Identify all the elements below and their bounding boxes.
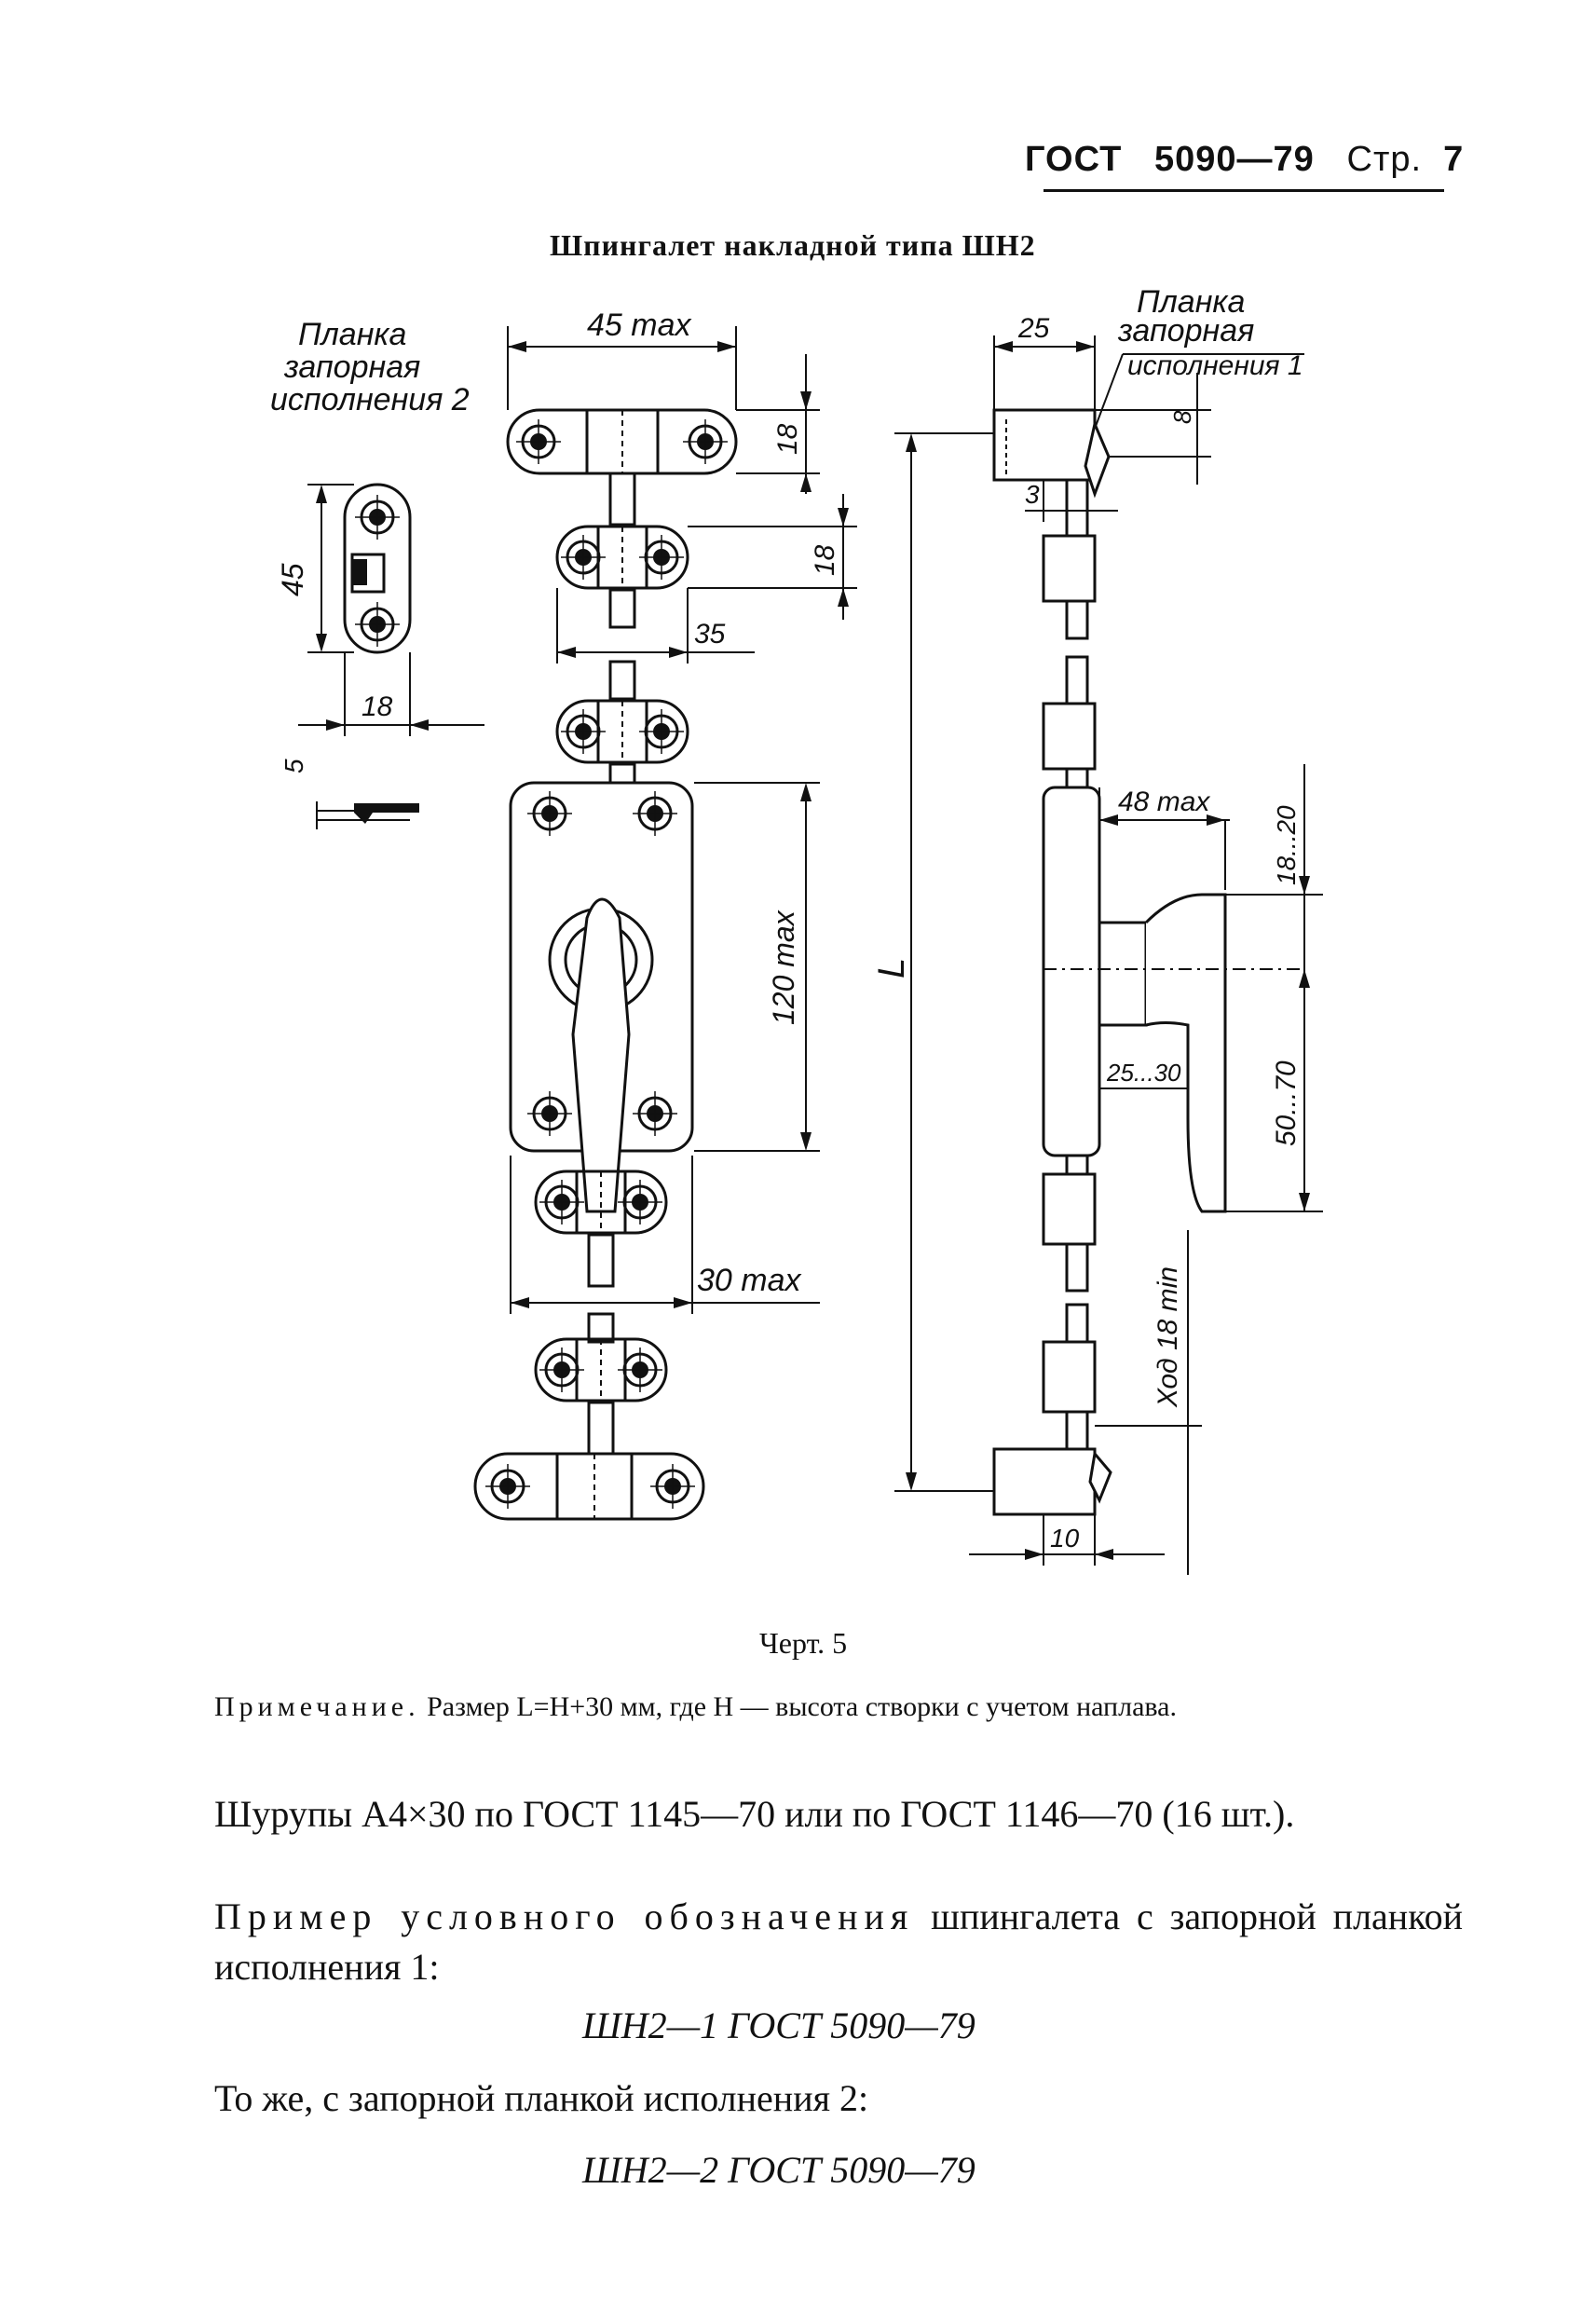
standard-number: 5090—79 — [1154, 140, 1315, 179]
standard-label: ГОСТ — [1025, 140, 1123, 179]
dim-18-20: 18...20 — [1272, 805, 1301, 885]
dim-hod: Ход 18 min — [1153, 1266, 1183, 1408]
dim-25-30: 25...30 — [1106, 1059, 1181, 1087]
strike-plate-2-view: Планка запорная исполнения 2 45 18 5 — [270, 317, 484, 829]
dim-25: 25 — [1017, 313, 1050, 344]
dim-35: 35 — [694, 619, 726, 650]
dim-120max: 120 max — [767, 910, 800, 1025]
dim-50-70: 50...70 — [1271, 1060, 1302, 1146]
dim-18-mid: 18 — [810, 544, 840, 576]
note-label: Примечание. — [214, 1691, 420, 1722]
dim-L: L — [871, 958, 912, 978]
bolt-side-view: Планка запорная исполнения 1 25 8 3 L — [871, 284, 1323, 1575]
plate1-label-3: исполнения 1 — [1127, 350, 1303, 381]
dim-10: 10 — [1050, 1524, 1080, 1553]
plate1-label-1: Планка — [1137, 284, 1245, 320]
bolt-front-view: 45 max 18 18 35 — [473, 308, 857, 1521]
plate2-label-1: Планка — [298, 317, 406, 352]
page-label: Стр. — [1346, 140, 1423, 179]
note-text: Размер L=H+30 мм, где H — высота створки… — [427, 1691, 1177, 1722]
plate1-label-2: запорная — [1117, 313, 1254, 349]
technical-drawing: Планка запорная исполнения 2 45 18 5 — [270, 284, 1323, 1575]
designation-1: ШН2—1 ГОСТ 5090—79 — [582, 2004, 975, 2046]
example-rest: шпингалета с запорной планкой исполнения… — [214, 1895, 1463, 1988]
figure-caption: Черт. 5 — [759, 1626, 848, 1660]
page-number: 7 — [1443, 140, 1465, 179]
dim-48max: 48 max — [1118, 787, 1210, 817]
same-with-paragraph: То же, с запорной планкой исполнения 2: — [214, 2077, 869, 2119]
example-paragraph: Пример условного обозначения шпингалета … — [214, 1892, 1463, 1992]
dim-30max: 30 max — [697, 1263, 801, 1298]
dim-3: 3 — [1025, 480, 1040, 509]
header-rule — [1044, 189, 1444, 192]
example-lead: Пример условного обозначения — [214, 1895, 915, 1937]
dim-45max: 45 max — [587, 308, 691, 343]
plate2-label-2: запорная — [283, 349, 420, 385]
document-header: ГОСТ 5090—79 Стр. 7 — [1025, 140, 1464, 180]
dim-45: 45 — [276, 563, 309, 596]
dim-18-top: 18 — [772, 423, 803, 455]
figure-title: Шпингалет накладной типа ШН2 — [550, 228, 1036, 262]
dim-18-plate: 18 — [361, 691, 393, 722]
dim-5: 5 — [280, 759, 308, 773]
designation-2: ШН2—2 ГОСТ 5090—79 — [582, 2149, 975, 2191]
dim-8: 8 — [1168, 410, 1196, 424]
screws-paragraph: Шурупы А4×30 по ГОСТ 1145—70 или по ГОСТ… — [214, 1793, 1295, 1835]
plate2-label-3: исполнения 2 — [270, 382, 470, 417]
note: Примечание. Размер L=H+30 мм, где H — вы… — [214, 1687, 1458, 1728]
